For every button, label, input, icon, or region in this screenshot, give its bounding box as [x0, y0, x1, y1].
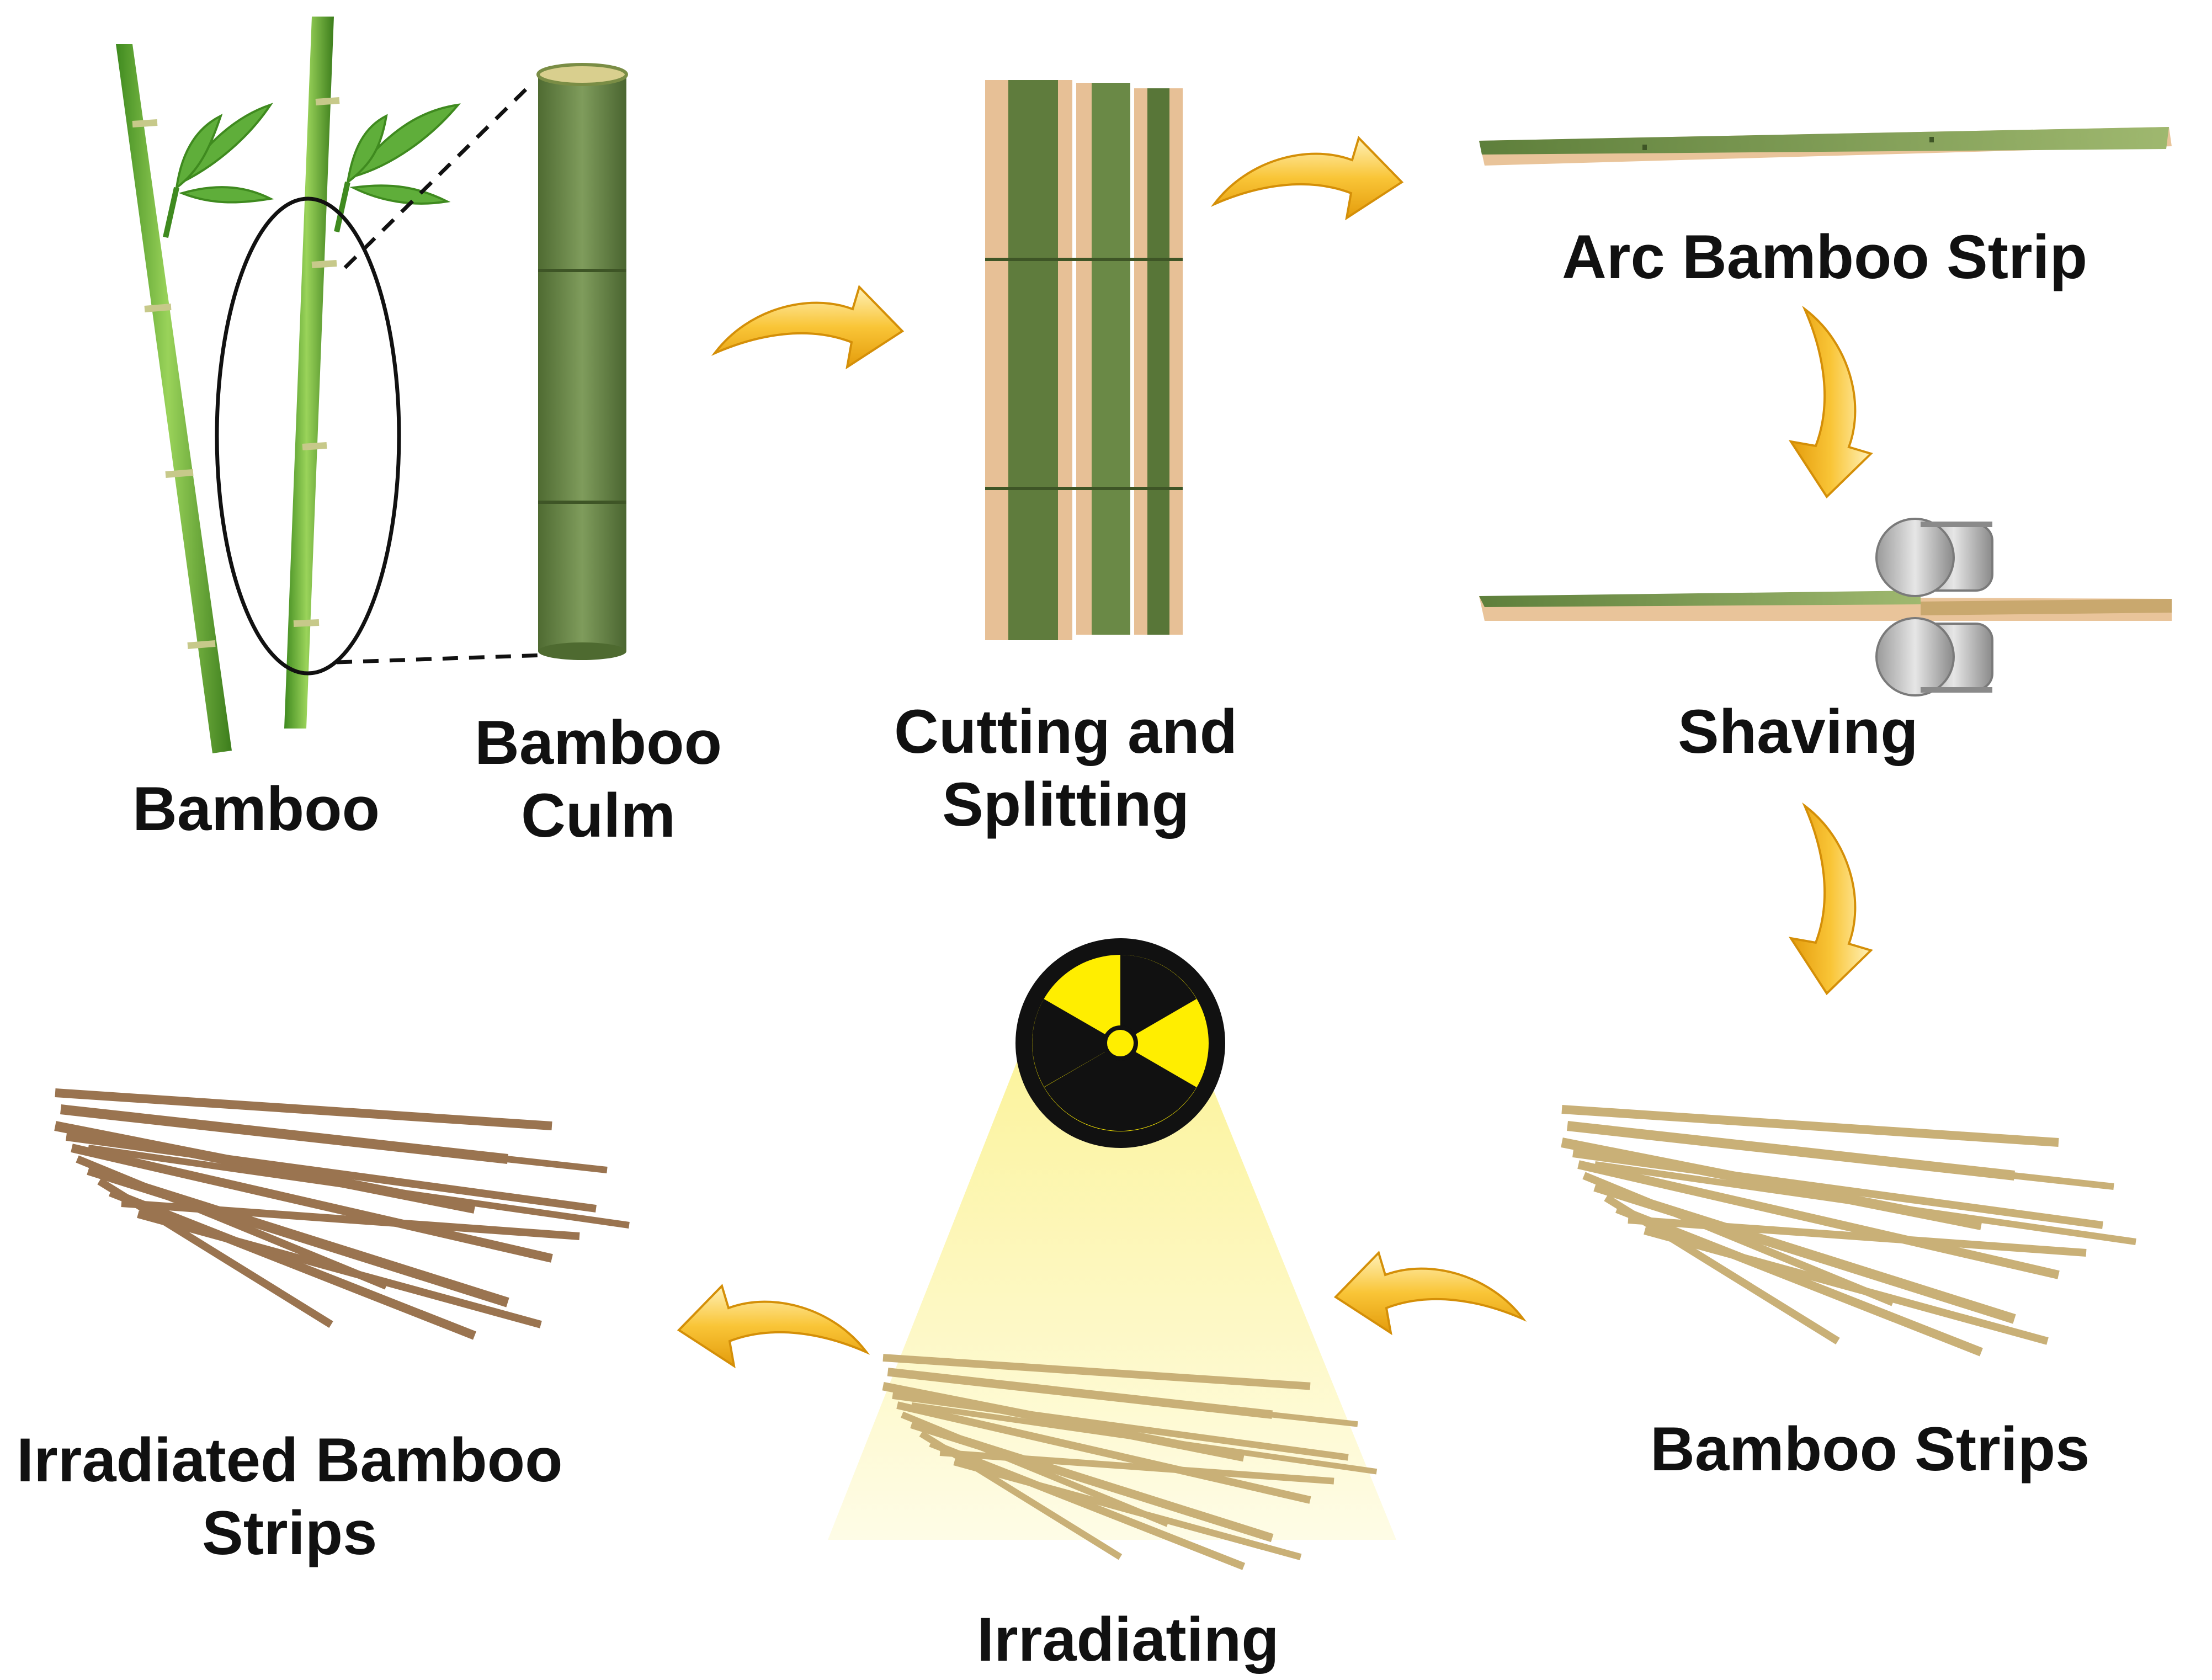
- label-bamboo-culm-line2: Culm: [521, 781, 676, 850]
- label-shaving: Shaving: [1678, 697, 1918, 766]
- label-bamboo: Bamboo: [132, 774, 380, 843]
- flow-arrow-icon: [1334, 1252, 1524, 1334]
- label-cutting-line1: Cutting and: [894, 697, 1238, 766]
- arc-strip-icon: [1479, 127, 2172, 166]
- flow-arrow-icon: [1790, 805, 1872, 995]
- label-bamboo-culm: Bamboo Culm: [475, 706, 722, 852]
- bamboo-plant-icon: [116, 17, 461, 753]
- selection-ellipse: [215, 196, 401, 676]
- label-irradiated-line2: Strips: [202, 1498, 377, 1568]
- split-culm-icon: [985, 80, 1183, 640]
- flow-arrow-icon: [714, 286, 903, 368]
- label-arc-bamboo-strip: Arc Bamboo Strip: [1562, 222, 2088, 291]
- flow-arrow-icon: [1213, 137, 1403, 219]
- radiation-symbol-icon: [1015, 938, 1225, 1148]
- strip-bundle-icon: [1562, 1109, 2136, 1352]
- shaving-rollers-icon: [1479, 518, 2172, 697]
- label-irradiating: Irradiating: [977, 1605, 1279, 1674]
- zoom-connector-lines: [336, 81, 577, 664]
- flow-arrow-icon: [1790, 308, 1872, 498]
- label-irradiated-line1: Irradiated Bamboo: [17, 1426, 563, 1495]
- label-cutting-line2: Splitting: [942, 770, 1189, 839]
- flow-arrow-icon: [678, 1285, 868, 1367]
- label-bamboo-strips: Bamboo Strips: [1650, 1415, 2090, 1484]
- label-bamboo-culm-line1: Bamboo: [475, 708, 722, 777]
- label-irradiated-strips: Irradiated Bamboo Strips: [17, 1424, 563, 1570]
- label-cutting-splitting: Cutting and Splitting: [894, 695, 1237, 841]
- irradiated-bundle-icon: [55, 1093, 629, 1336]
- bamboo-culm-icon: [536, 63, 628, 660]
